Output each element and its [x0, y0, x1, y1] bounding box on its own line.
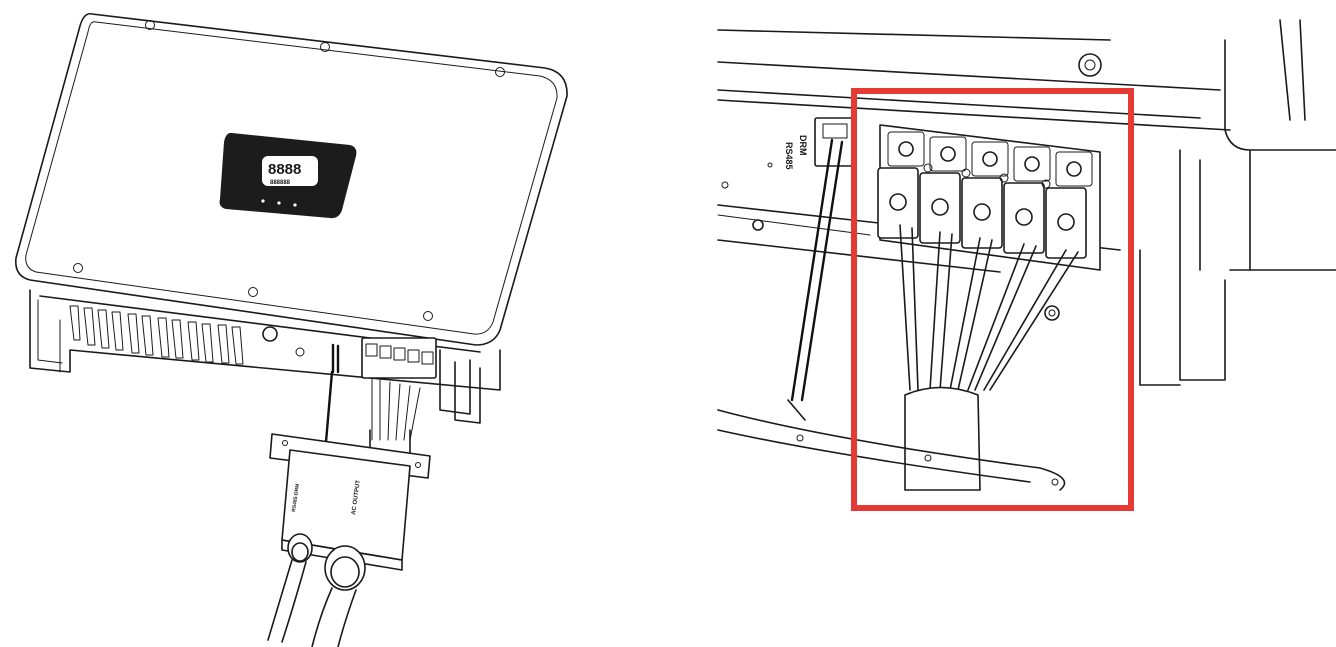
highlight-box [851, 88, 1134, 511]
port-icon [295, 347, 305, 357]
port-label-drm: DRM [798, 135, 808, 156]
ac-wires [899, 224, 1079, 391]
mount-screw-icon [752, 219, 764, 231]
lcd-screen [262, 156, 318, 186]
indicator-icon [721, 181, 729, 189]
led-indicator [293, 203, 297, 207]
led-indicator [261, 199, 265, 203]
cable-gland-small [287, 533, 313, 563]
ac-terminal-block-small [331, 337, 437, 379]
inverter-overview: 8888 888888 [14, 12, 568, 647]
output-cables [267, 559, 357, 647]
dc-switch-icon [262, 326, 278, 342]
dc-connector-row [69, 305, 305, 365]
chassis-screw-icon [1078, 53, 1102, 77]
comm-cable [787, 138, 844, 421]
inverter-housing-right [1139, 19, 1336, 386]
inverter-lid-inner-edge [25, 21, 558, 335]
rj45-port [814, 117, 856, 167]
display-panel: 8888 888888 [219, 132, 357, 219]
junction-label-ac-output: AC OUTPUT [351, 479, 362, 515]
lcd-digits: 8888 [268, 161, 301, 178]
led-indicator [277, 201, 281, 205]
cable-gland-large [324, 545, 366, 591]
ac-junction-box: RS485-DRM AC OUTPUT [269, 433, 431, 571]
port-label-rs485: RS485 [784, 142, 794, 170]
cable-sheath [904, 386, 981, 491]
junction-label-rs485-drm: RS485-DRM [291, 483, 301, 512]
indicator-icon [767, 162, 773, 168]
cable-entry-plate [717, 409, 1066, 491]
cable-bundle [324, 370, 421, 453]
mount-screw-icon [1044, 305, 1060, 321]
terminal-screw-icon [889, 141, 1082, 231]
ac-terminal-block [877, 124, 1101, 271]
lid-screw-icon [73, 20, 505, 321]
lcd-small-digits: 888888 [270, 180, 291, 186]
terminal-closeup: DRM RS485 [717, 19, 1336, 511]
